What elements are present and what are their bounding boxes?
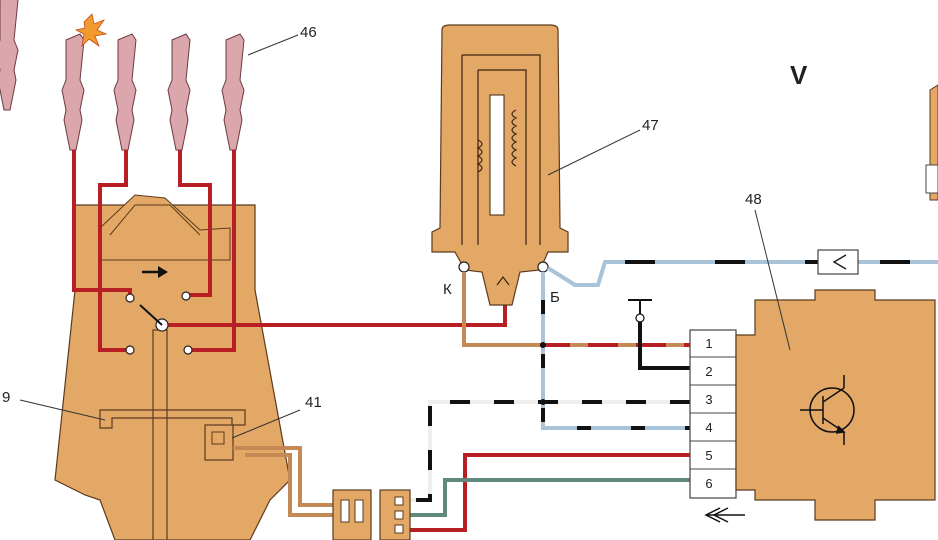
coil-terminal-k-label: К: [443, 281, 452, 298]
hall-sensor-connector: [332, 489, 411, 540]
transistor-icon: [800, 375, 855, 445]
connector-pin-1: 1: [705, 336, 713, 351]
section-label: V: [790, 60, 808, 90]
spark-plug-3: [167, 33, 191, 151]
connector-pin-3: 3: [705, 392, 713, 407]
spark-plug-1: [61, 33, 85, 151]
switch-terminal-block: [689, 329, 737, 499]
connector-pin-5: 5: [705, 448, 713, 463]
connector-pin-6: 6: [705, 476, 713, 491]
coil-terminal-b-label: Б: [550, 289, 560, 306]
spark-flash-icon: [74, 13, 108, 48]
spark-plug-4: [221, 33, 245, 151]
ground-icon: [628, 299, 652, 323]
distributor: [54, 194, 291, 540]
distributor-contacts: [125, 291, 193, 355]
rotor-arm: [139, 304, 163, 326]
inline-connector-icon: [817, 249, 859, 275]
spark-plugs: [0, 0, 19, 111]
leader-lines: [19, 34, 791, 439]
ignition-coil: [431, 24, 569, 306]
wire-junctions: [540, 342, 546, 405]
spark-plug-2: [113, 33, 137, 151]
label-ignition-coil: 47: [642, 117, 659, 134]
low-voltage-wires: [233, 260, 938, 532]
label-switch-unit: 48: [745, 191, 762, 208]
connector-pin-2: 2: [705, 364, 713, 379]
label-distributor: 9: [2, 389, 11, 406]
label-spark-plugs: 46: [300, 24, 317, 41]
label-hall-sensor: 41: [305, 394, 322, 411]
partial-component-right: [925, 84, 938, 201]
connector-pin-4: 4: [705, 420, 713, 435]
switch-unit: [735, 289, 936, 521]
double-arrow-icon: [704, 507, 745, 523]
